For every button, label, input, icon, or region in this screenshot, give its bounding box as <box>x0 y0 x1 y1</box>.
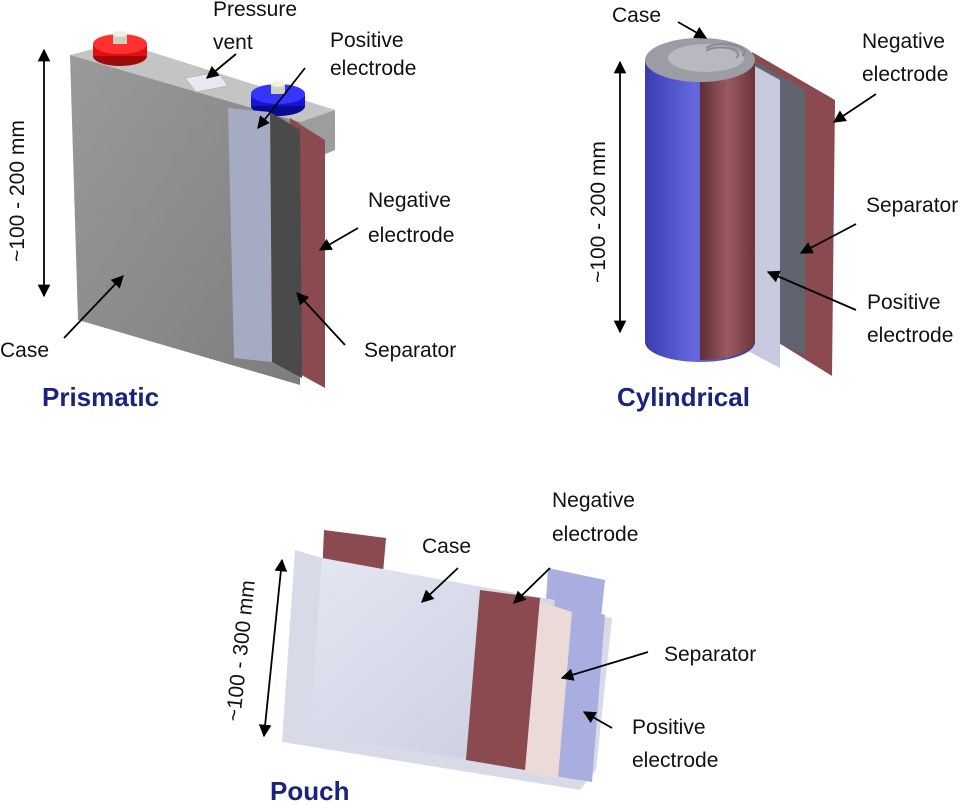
prismatic-positive-electrode <box>228 108 272 362</box>
cylindrical-title: Cylindrical <box>617 382 750 412</box>
cylindrical-negative-label-2: electrode <box>862 63 948 86</box>
pouch-negative-label-2: electrode <box>552 523 638 546</box>
prismatic-cell <box>70 31 335 388</box>
cylindrical-separator-label: Separator <box>866 194 958 217</box>
cylindrical-negative-pointer <box>832 93 877 123</box>
pouch-negative-pointer <box>513 567 551 604</box>
prismatic-positive-label-2: electrode <box>330 57 416 80</box>
pouch-positive-label-1: Positive <box>632 716 706 739</box>
cylindrical-winding-arc-2 <box>705 46 740 59</box>
prismatic-pressure-vent-label-1: Pressure <box>213 0 297 21</box>
cylindrical-winding-arc-1 <box>705 42 746 57</box>
prismatic-case-pointer <box>63 275 124 339</box>
prismatic-negative-label-2: electrode <box>368 224 454 247</box>
pouch-positive-label-2: electrode <box>632 749 718 772</box>
prismatic-case-label: Case <box>0 339 49 362</box>
prismatic-title: Prismatic <box>42 382 159 412</box>
prismatic-separator <box>270 112 302 378</box>
pouch-case-pointer <box>421 567 459 603</box>
prismatic-dimension-label: ~100 - 200 mm <box>6 120 29 262</box>
cylindrical-dimension-label: ~100 - 200 mm <box>587 141 610 283</box>
cylindrical-case-label: Case <box>612 4 661 27</box>
pouch-separator-label: Separator <box>664 643 756 666</box>
pouch-positive-pointer <box>582 711 613 729</box>
prismatic-positive-pointer <box>257 67 306 129</box>
pouch-title: Pouch <box>270 776 349 805</box>
prismatic-separator-label: Separator <box>364 339 456 362</box>
cylindrical-positive-pointer <box>766 270 857 311</box>
pressure-vent-pointer <box>206 53 237 79</box>
pouch-negative-electrode <box>466 590 540 770</box>
prismatic-pressure-vent-label-2: vent <box>213 31 253 54</box>
prismatic-separator-pointer <box>296 292 346 346</box>
pouch-dimension-arrow <box>258 558 288 738</box>
cylindrical-cell <box>645 38 835 376</box>
pouch-cell <box>282 530 612 790</box>
cylindrical-case-pointer <box>677 21 708 39</box>
negative-terminal-icon <box>251 81 305 116</box>
prismatic-negative-pointer <box>318 227 359 251</box>
cylindrical-positive-label-1: Positive <box>867 291 941 314</box>
pouch-case-label: Case <box>422 535 471 558</box>
cylindrical-positive-label-2: electrode <box>867 324 953 347</box>
pouch-separator-pointer <box>560 651 649 681</box>
positive-terminal-icon <box>93 31 147 66</box>
cylindrical-negative-label-1: Negative <box>862 30 945 53</box>
pouch-negative-label-1: Negative <box>552 489 635 512</box>
pouch-dimension-label: ~100 - 300 mm <box>222 579 260 722</box>
cylindrical-inner-roll <box>700 60 755 361</box>
cylindrical-winding-top <box>668 44 744 72</box>
cylindrical-separator-pointer <box>799 223 857 254</box>
prismatic-positive-label-1: Positive <box>330 29 404 52</box>
prismatic-negative-label-1: Negative <box>368 189 451 212</box>
